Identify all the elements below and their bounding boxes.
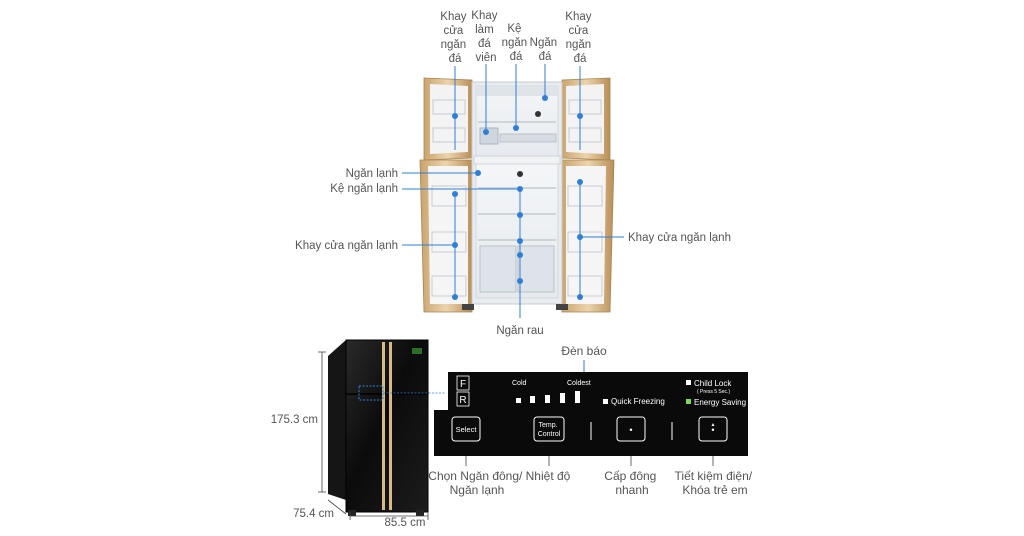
temp-control-button[interactable]: Temp. Control [533, 416, 565, 442]
zone-r-letter: R [459, 395, 466, 406]
callout-ngan-da: Ngăn đá [530, 37, 561, 63]
dimension-height: 175.3 cm [271, 414, 318, 426]
freezer-left-door-inner [430, 84, 468, 154]
caption-quick: Cấp đông nhanh [604, 469, 659, 497]
callout-ngan-rau: Ngăn rau [496, 325, 543, 337]
quick-freezing-led [603, 399, 608, 404]
zone-r-box [456, 391, 470, 407]
temperature-leds [516, 391, 580, 403]
callout-ngan-lanh: Ngăn lạnh [346, 168, 398, 180]
coldest-label: Coldest [567, 380, 591, 387]
energy-saving-button-dot: • [711, 425, 714, 435]
energy-saving-led [686, 399, 691, 404]
select-button-label: Select [456, 425, 478, 434]
dimension-depth: 75.4 cm [293, 508, 334, 520]
fridge-left-door-inner [428, 166, 468, 304]
fridge-right-door-inner [566, 166, 606, 304]
dimensions: 175.3 cm 75.4 cm 85.5 cm [271, 351, 429, 529]
callout-khay-lam-da-vien: Khay làm đá viên [471, 10, 500, 64]
caption-energy: Tiết kiệm điện/ Khóa trẻ em [675, 469, 756, 497]
quick-freezing-button-dot: • [629, 425, 632, 435]
cold-label: Cold [512, 380, 527, 387]
quick-freezing-label: Quick Freezing [611, 397, 665, 406]
fridge-front [345, 339, 429, 513]
callout-khay-cua-ngan-da-left: Khay cửa ngăn đá [440, 11, 469, 65]
temp-control-button-label: Temp. Control [538, 422, 561, 438]
callout-khay-cua-ngan-lanh-left: Khay cửa ngăn lạnh [295, 240, 398, 252]
child-lock-led [686, 380, 691, 385]
zone-f-letter: F [460, 379, 466, 390]
den-bao-label: Đèn báo [561, 344, 607, 358]
callout-ke-ngan-da: Kệ ngăn đá [502, 23, 531, 63]
closed-fridge-illustration [328, 339, 446, 516]
side-callouts: Ngăn lạnh Kệ ngăn lạnh Khay cửa ngăn lạn… [295, 168, 731, 337]
fridge-side-panel [328, 340, 346, 500]
freezer-right-door-inner [566, 84, 604, 154]
caption-select: Chọn Ngăn đông/ Ngăn lạnh [428, 469, 525, 497]
callout-khay-cua-ngan-da-right: Khay cửa ngăn đá [565, 11, 594, 65]
dimension-width: 85.5 cm [385, 517, 426, 529]
child-lock-label: Child Lock [694, 379, 732, 388]
panel-highlight-box [358, 385, 384, 401]
select-button[interactable]: Select [451, 416, 481, 442]
zone-f-box [456, 375, 470, 391]
quick-freezing-button[interactable]: • [616, 416, 646, 442]
energy-saving-label: Energy Saving [694, 398, 746, 407]
press-note-label: ( Press 5 Sec.) [697, 389, 730, 395]
callout-ke-ngan-lanh: Kệ ngăn lạnh [330, 183, 398, 195]
callout-khay-cua-ngan-lanh-right: Khay cửa ngăn lạnh [628, 232, 731, 244]
open-fridge-illustration [419, 77, 615, 313]
svg-text:▲: ▲ [711, 422, 716, 428]
indicator-strip [448, 372, 748, 410]
caption-temp: Nhiệt độ [526, 469, 571, 483]
top-callouts: Khay cửa ngăn đá Khay làm đá viên Kệ ngă… [440, 10, 594, 150]
energy-saving-button[interactable]: • ▲ [698, 416, 728, 442]
control-panel: Đèn báo F R Cold Coldest Quick Freezing … [428, 344, 756, 497]
